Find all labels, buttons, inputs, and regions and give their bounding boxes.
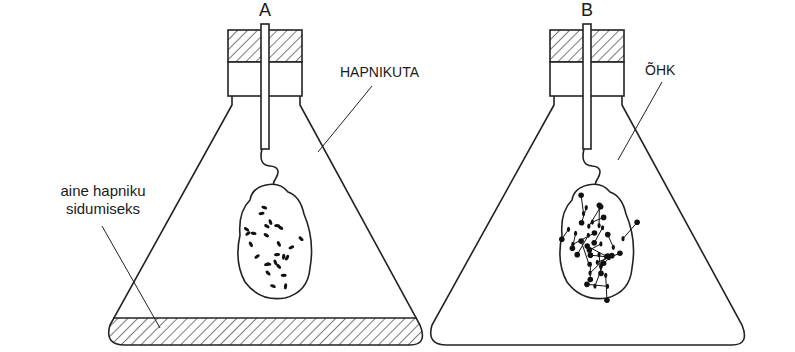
seed: [582, 211, 585, 216]
seed: [281, 274, 287, 277]
seed: [621, 236, 624, 241]
seed: [596, 260, 599, 265]
condition-label: HAPNIKUTA: [340, 64, 460, 81]
seed: [587, 224, 590, 229]
seedling-head: [605, 232, 611, 238]
seedling-head: [601, 215, 607, 221]
sprout: [597, 253, 620, 262]
sprout: [587, 284, 608, 286]
seedling-head: [559, 236, 565, 242]
seed: [265, 270, 271, 277]
seed: [587, 233, 590, 238]
seed: [263, 223, 270, 229]
flask-letter: A: [250, 0, 280, 22]
seed: [263, 232, 270, 238]
seed: [276, 240, 282, 247]
seed: [250, 231, 257, 235]
substance-label: aine hapniku sidumiseks: [38, 182, 168, 218]
flask-b: [431, 24, 745, 345]
seed: [274, 253, 280, 257]
seed: [567, 227, 570, 232]
seed: [268, 219, 273, 226]
seed: [599, 241, 602, 246]
seed: [597, 223, 600, 228]
seed: [284, 283, 288, 289]
condition-label: ÕHK: [645, 62, 725, 79]
seed: [282, 254, 286, 260]
seed: [588, 270, 591, 275]
seed: [277, 225, 284, 231]
seed: [597, 252, 600, 257]
seed: [593, 283, 596, 288]
seed: [591, 219, 594, 224]
flask-letter: B: [572, 0, 602, 22]
seedling-head: [578, 238, 584, 244]
seedling-head: [604, 297, 610, 303]
seed: [606, 284, 609, 289]
seedling-head: [592, 230, 598, 236]
seedling-head: [591, 240, 597, 246]
seed: [585, 205, 588, 210]
seed: [601, 225, 604, 230]
seedling-head: [617, 250, 623, 256]
seed: [254, 253, 261, 259]
seedling-head: [578, 192, 584, 198]
sprout: [623, 222, 637, 238]
leader-lines: [102, 82, 662, 328]
seed: [571, 242, 574, 247]
seed: [574, 231, 577, 236]
seed: [607, 255, 610, 260]
seedling-head: [598, 271, 604, 277]
seed: [261, 205, 268, 210]
seed: [604, 273, 607, 278]
seed: [298, 236, 305, 242]
seedling-head: [574, 252, 580, 258]
seedling-head: [587, 247, 593, 253]
seed: [270, 284, 277, 289]
seed: [243, 226, 250, 232]
seed: [265, 263, 271, 266]
seedling-head: [587, 277, 593, 283]
seedling-head: [588, 252, 594, 258]
seedling-head: [598, 204, 604, 210]
seed: [612, 245, 615, 250]
seed: [604, 254, 607, 259]
seedling-head: [584, 282, 590, 288]
seed: [248, 241, 254, 248]
seed: [589, 262, 592, 267]
seed: [288, 245, 295, 250]
seedling-head: [634, 220, 640, 226]
seed: [245, 230, 252, 236]
seed: [599, 264, 602, 269]
seed: [258, 212, 264, 216]
seedling-head: [579, 220, 585, 226]
seed: [273, 259, 278, 266]
